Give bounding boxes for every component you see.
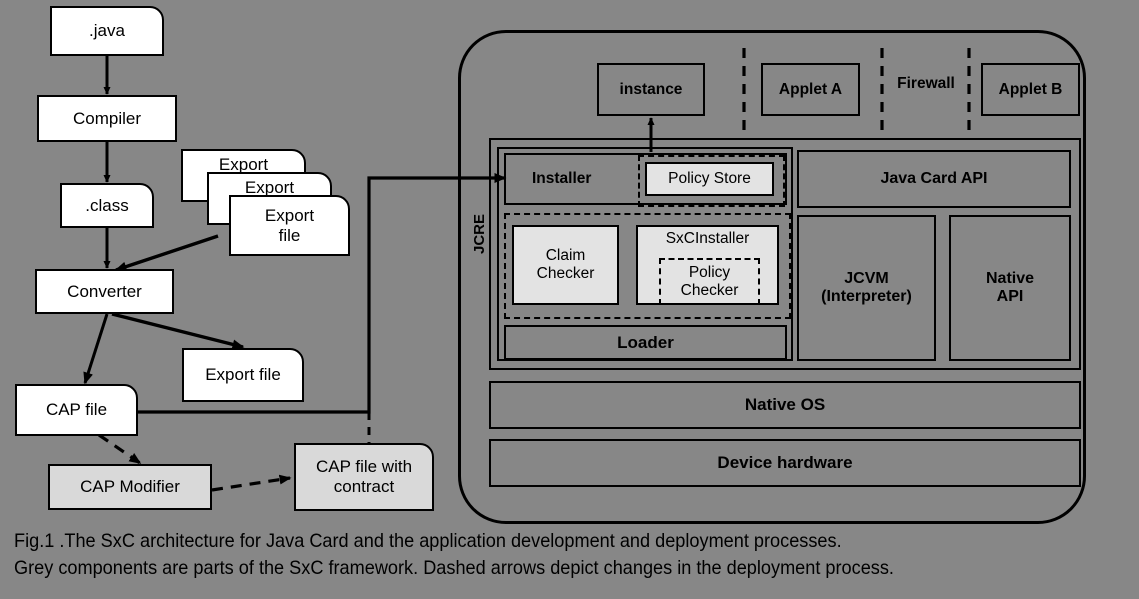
node-sxc-installer-label: SxCInstaller <box>665 230 750 247</box>
label-jcre: JCRE <box>471 214 488 254</box>
java-card-device-outline <box>458 30 1086 524</box>
figure-caption: Fig.1 .The SxC architecture for Java Car… <box>14 528 1134 582</box>
node-applet-a[interactable]: Applet A <box>761 63 860 116</box>
jcre-container <box>489 138 1081 370</box>
node-native-api[interactable]: Native API <box>949 215 1071 361</box>
node-export-file-output-label: Export file <box>205 365 281 385</box>
label-firewall: Firewall <box>884 75 968 93</box>
node-java-card-api[interactable]: Java Card API <box>797 150 1071 208</box>
dashed-arrow-capfile-to-capmodifier <box>98 433 142 465</box>
node-cap-file-with-contract-line2: contract <box>333 477 395 496</box>
node-policy-store[interactable]: Policy Store <box>645 162 774 196</box>
node-native-api-line1: Native <box>985 269 1035 287</box>
node-jcvm-line1: JCVM <box>844 269 889 287</box>
node-cap-file-label: CAP file <box>45 400 108 420</box>
figure-caption-line1: Fig.1 .The SxC architecture for Java Car… <box>14 530 842 552</box>
node-applet-b[interactable]: Applet B <box>981 63 1080 116</box>
arrow-converter-to-capfile <box>83 313 109 385</box>
figure-caption-line2: Grey components are parts of the SxC fra… <box>14 556 894 579</box>
node-export-stack-front-line1: Export <box>264 205 315 225</box>
arrow-exportstack-to-converter <box>114 234 219 272</box>
node-export-file-output[interactable]: Export file <box>182 348 304 402</box>
node-policy-checker-line1: Policy <box>688 263 731 281</box>
node-class-file-label: .class <box>85 195 129 215</box>
node-class-file[interactable]: .class <box>60 183 154 228</box>
node-claim-checker[interactable]: Claim Checker <box>512 225 619 305</box>
node-loader[interactable]: Loader <box>504 325 787 360</box>
node-export-stack-front[interactable]: Export file <box>229 195 350 256</box>
node-cap-file-with-contract[interactable]: CAP file with contract <box>294 443 434 511</box>
label-jcre-text: JCRE <box>471 214 488 255</box>
arrow-capfile-to-installer <box>131 173 507 414</box>
node-instance-label: instance <box>619 80 683 98</box>
node-cap-modifier-label: CAP Modifier <box>80 477 180 497</box>
node-java-source[interactable]: .java <box>50 6 164 56</box>
node-native-api-line2: API <box>996 288 1024 305</box>
jcre-left-column <box>497 147 793 361</box>
node-device-hardware-label: Device hardware <box>717 453 853 473</box>
sxc-group-dashed-frame <box>504 213 791 319</box>
node-java-card-api-label: Java Card API <box>880 169 988 187</box>
dashed-arrow-capmodifier-to-capwithcontract <box>211 474 292 492</box>
node-jcvm[interactable]: JCVM (Interpreter) <box>797 215 936 361</box>
node-java-source-label: .java <box>89 21 125 41</box>
node-export-stack-mid-label: Export <box>244 178 295 197</box>
node-cap-file-with-contract-line1: CAP file with <box>315 457 413 477</box>
node-cap-file[interactable]: CAP file <box>15 384 138 436</box>
node-policy-store-label: Policy Store <box>668 170 751 188</box>
node-compiler-label: Compiler <box>72 108 142 128</box>
node-installer-label: Installer <box>532 170 592 188</box>
node-jcvm-line2: (Interpreter) <box>821 288 912 305</box>
node-device-hardware[interactable]: Device hardware <box>489 439 1081 487</box>
node-compiler[interactable]: Compiler <box>37 95 177 142</box>
node-instance[interactable]: instance <box>597 63 705 116</box>
node-native-os[interactable]: Native OS <box>489 381 1081 429</box>
node-loader-label: Loader <box>617 332 674 352</box>
label-firewall-text: Firewall <box>897 75 955 92</box>
node-export-stack-front-line2: file <box>278 225 301 245</box>
node-export-stack-back-label: Export <box>218 155 269 174</box>
node-claim-checker-line2: Checker <box>536 265 595 282</box>
node-policy-checker-line2: Checker <box>680 281 739 299</box>
policy-store-dashed-frame <box>638 155 785 207</box>
node-cap-modifier[interactable]: CAP Modifier <box>48 464 212 510</box>
node-applet-b-label: Applet B <box>998 80 1063 98</box>
node-converter[interactable]: Converter <box>35 269 174 314</box>
node-policy-checker[interactable]: Policy Checker <box>659 258 760 305</box>
node-native-os-label: Native OS <box>744 395 826 415</box>
node-converter-label: Converter <box>67 281 142 301</box>
node-applet-a-label: Applet A <box>778 80 843 98</box>
arrow-converter-to-exportfile <box>111 312 245 350</box>
node-claim-checker-line1: Claim <box>545 247 586 265</box>
